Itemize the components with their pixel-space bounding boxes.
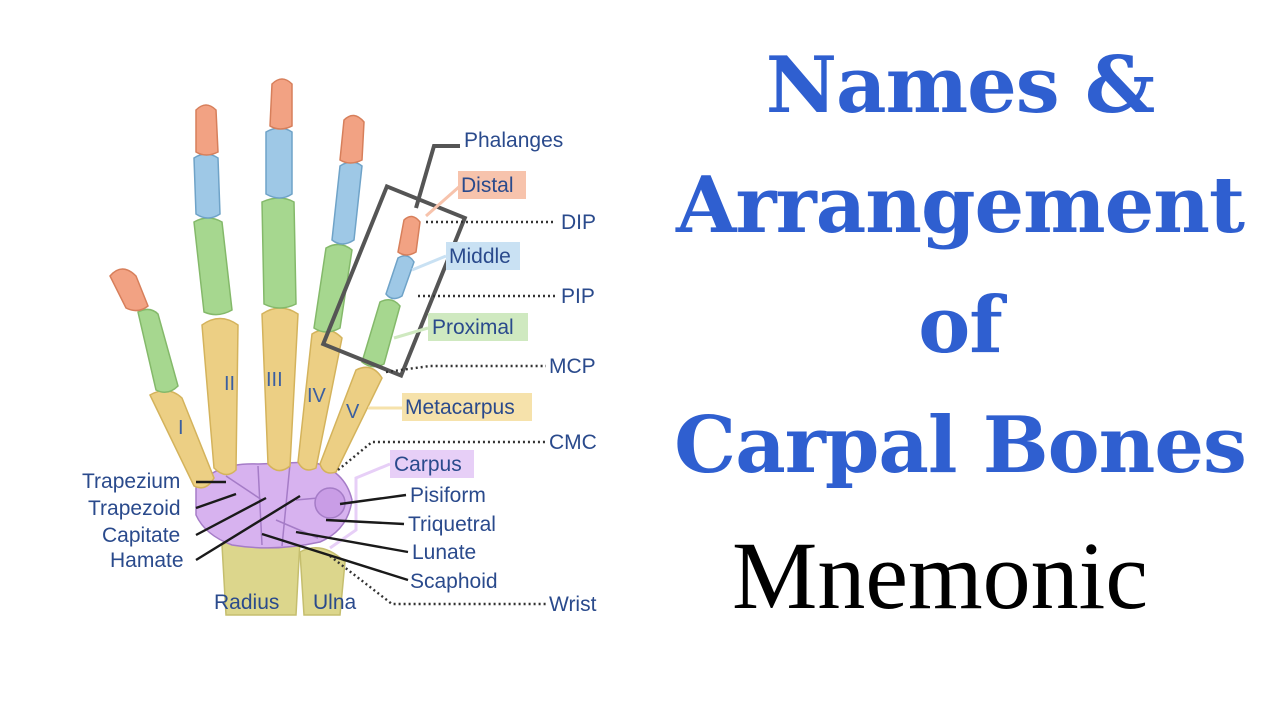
distal-label: Distal — [461, 174, 514, 197]
lunate-label: Lunate — [412, 541, 476, 564]
metacarpus-label: Metacarpus — [405, 396, 515, 419]
distal-phalanx-iii — [270, 79, 292, 129]
digit-label-3: III — [266, 369, 283, 391]
hamate-label: Hamate — [110, 549, 184, 572]
distal-phalanx-ii — [196, 105, 218, 155]
capitate-label: Capitate — [102, 524, 180, 547]
middle-phalanx-ii — [194, 154, 220, 218]
digit-label-2: II — [224, 373, 235, 395]
mcp-label: MCP — [549, 355, 596, 378]
pisiform-label: Pisiform — [410, 484, 486, 507]
title-line-3: of — [640, 280, 1280, 371]
title-line-2: Arrangement — [640, 160, 1280, 251]
proximal-label: Proximal — [432, 316, 514, 339]
carpal-bones — [196, 462, 352, 548]
trapezium-label: Trapezium — [82, 470, 180, 493]
hand-bones-diagram: I II III IV V Phalanges Distal Middle Pr… — [0, 0, 640, 720]
subtitle: Mnemonic — [640, 520, 1240, 631]
pip-label: PIP — [561, 285, 595, 308]
cmc-label: CMC — [549, 431, 597, 454]
radius-label: Radius — [214, 591, 279, 614]
wrist-label: Wrist — [549, 593, 597, 616]
triquetral-label: Triquetral — [408, 513, 496, 536]
scaphoid-label: Scaphoid — [410, 570, 498, 593]
title-line-1: Names & — [640, 40, 1280, 131]
middle-phalanx-iii — [266, 128, 292, 198]
digit-label-4: IV — [307, 385, 327, 407]
phalanges-label: Phalanges — [464, 129, 563, 152]
trapezoid-label: Trapezoid — [88, 497, 181, 520]
title-line-4: Carpal Bones — [640, 400, 1280, 491]
middle-label: Middle — [449, 245, 511, 268]
digit-label-5: V — [346, 401, 360, 423]
digit-label-1: I — [178, 417, 184, 439]
dip-label: DIP — [561, 211, 596, 234]
carpus-label: Carpus — [394, 453, 462, 476]
proximal-phalanx-iii — [262, 198, 296, 308]
distal-phalanx-iv — [340, 115, 364, 163]
ulna-label: Ulna — [313, 591, 357, 614]
